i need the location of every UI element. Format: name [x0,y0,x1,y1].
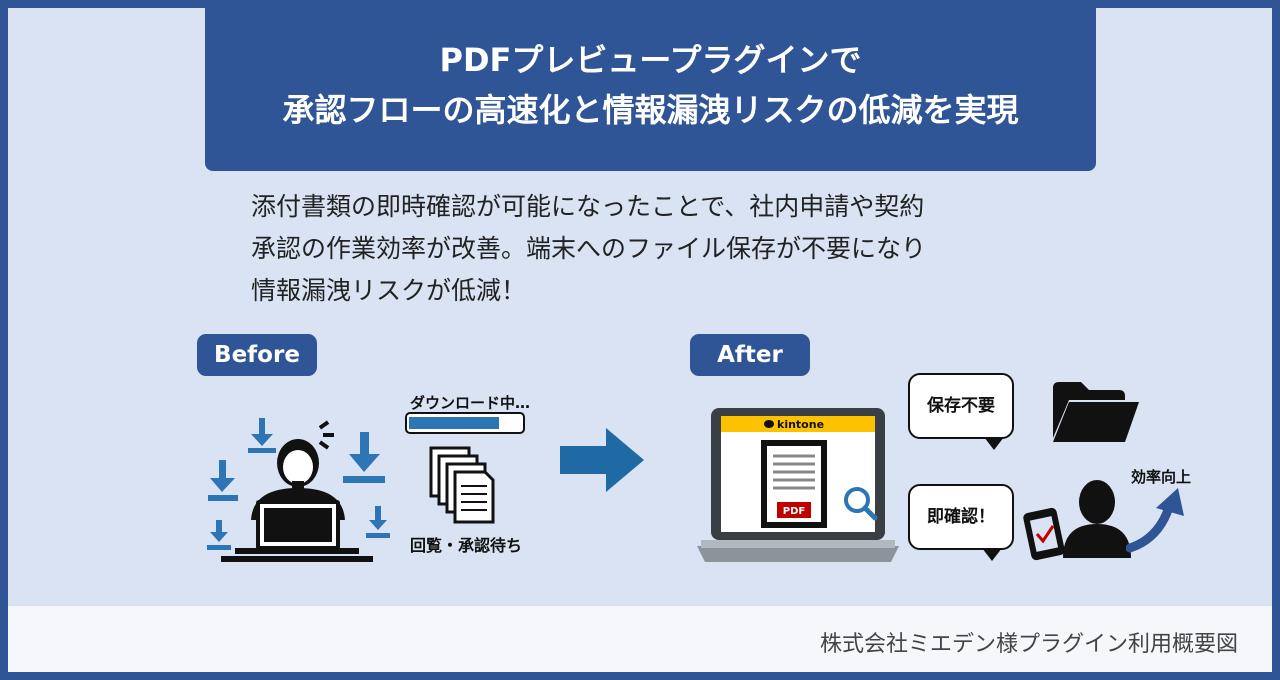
footer: 株式会社ミエデン様プラグイン利用概要図 [8,606,1272,672]
before-badge: Before [197,334,317,376]
title-line-2: 承認フローの高速化と情報漏洩リスクの低減を実現 [282,91,1019,129]
worker-icon [221,439,373,562]
download-arrow-icon [343,432,385,483]
pdf-badge [777,502,811,518]
download-arrow-icon [248,418,276,453]
magnifier-icon [844,487,878,521]
kintone-logo-icon [764,420,774,428]
pdf-label: PDF [783,506,805,517]
instant-check-bubble: 即確認！ [908,484,1014,561]
stress-marks-icon [318,420,334,450]
transition-arrow-icon [560,428,644,492]
description: 添付書類の即時確認が可能になったことで、社内申請や契約 承認の作業効率が改善。端… [251,186,1091,312]
document-stack-icon [429,446,495,524]
kintone-label: kintone [777,418,824,431]
content-area: PDFプレビュープラグインで 承認フローの高速化と情報漏洩リスクの低減を実現 添… [8,8,1272,606]
tablet-check-icon [1023,507,1065,561]
after-badge: After [690,334,810,376]
waiting-label: 回覧・承認待ち [410,536,523,555]
title-banner: PDFプレビュープラグインで 承認フローの高速化と情報漏洩リスクの低減を実現 [205,8,1096,171]
description-line-1: 添付書類の即時確認が可能になったことで、社内申請や契約 [251,192,925,221]
description-line-2: 承認の作業効率が改善。端末へのファイル保存が不要になり [251,234,927,263]
user-icon [1063,480,1131,558]
instant-check-label: 即確認！ [927,507,995,527]
title-line-1: PDFプレビュープラグインで [439,41,862,79]
download-arrow-icon [208,460,238,501]
download-progress-bar [405,412,525,434]
download-arrow-icon [366,506,390,538]
folder-icon [1053,382,1139,442]
description-line-3: 情報漏洩リスクが低減！ [251,276,527,305]
laptop-base [697,546,899,562]
laptop-illustration: kintone PDF [697,408,899,562]
tablet-user-illustration [1023,480,1131,561]
download-progress-fill [409,417,499,429]
no-save-label: 保存不要 [927,396,995,416]
downloading-label: ダウンロード中… [410,394,531,412]
stressed-worker-illustration [207,418,390,562]
efficiency-label: 効率向上 [1131,468,1192,486]
download-arrow-icon [207,520,231,550]
no-save-bubble: 保存不要 [908,373,1014,450]
kintone-header-bar [721,416,875,432]
growth-arrow-icon [1126,488,1184,553]
footer-caption: 株式会社ミエデン様プラグイン利用概要図 [819,632,1238,657]
